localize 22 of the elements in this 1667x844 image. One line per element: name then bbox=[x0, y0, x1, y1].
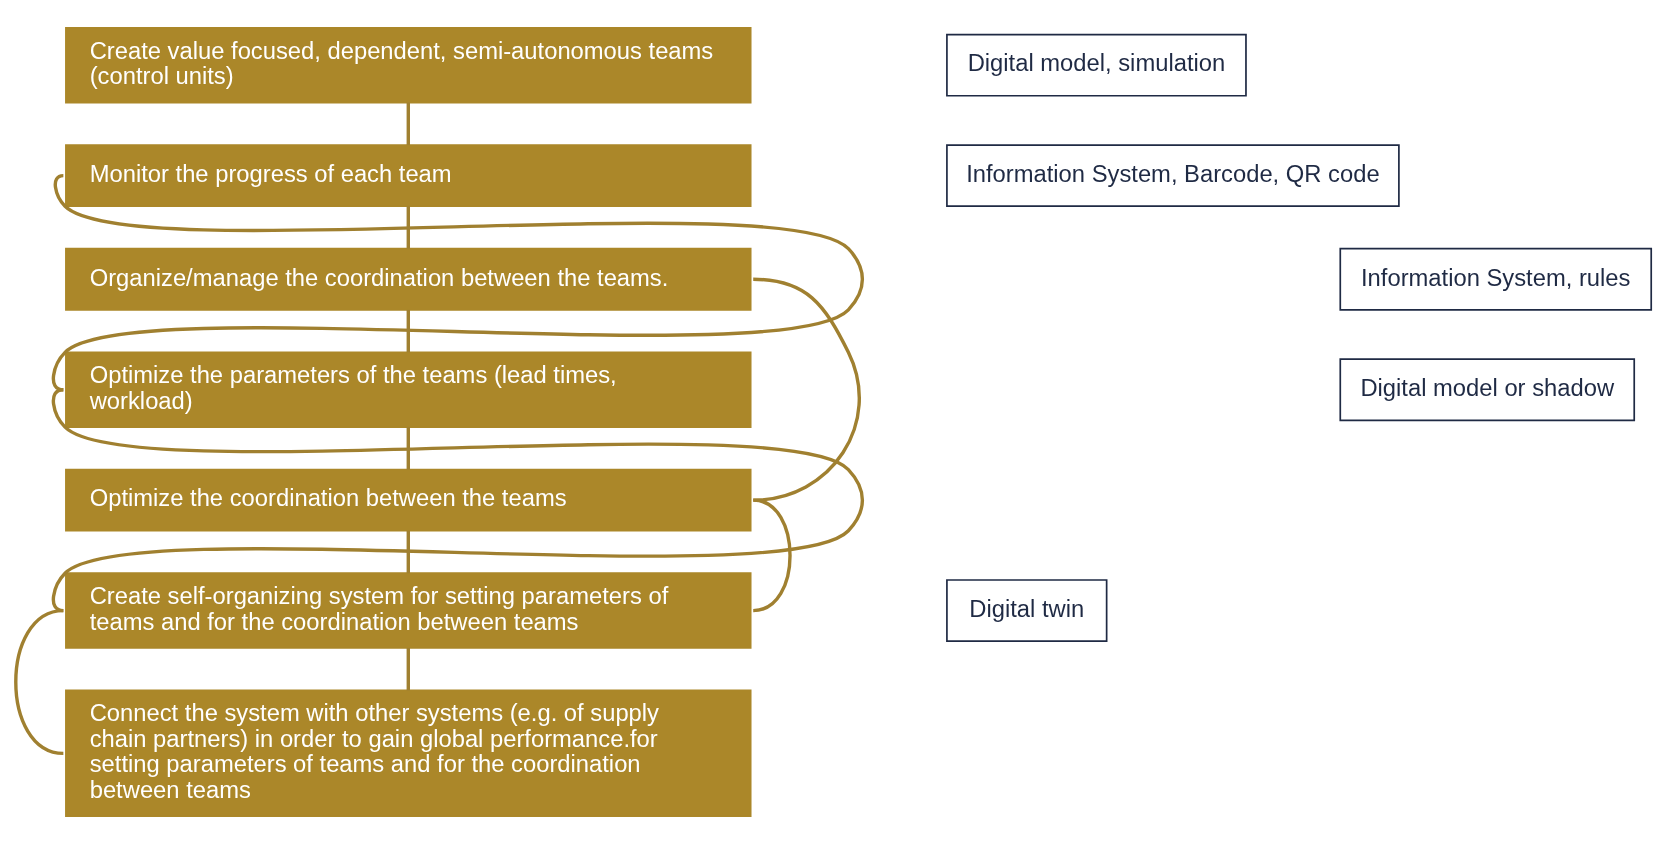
connector bbox=[51, 388, 863, 612]
node-box: Information System, Barcode, QR code bbox=[946, 144, 1400, 208]
node-box: Optimize the coordination between the teams bbox=[65, 468, 752, 532]
connector bbox=[14, 608, 64, 755]
node-box: Create value focused, dependent, semi-autonomous teams (control units) bbox=[65, 26, 752, 104]
node-box: Organize/manage the coordination between the teams. bbox=[65, 247, 752, 311]
connector bbox=[406, 427, 410, 470]
connector bbox=[406, 530, 410, 574]
connector bbox=[752, 498, 792, 613]
node-box: Digital model or shadow bbox=[1339, 358, 1636, 422]
node-box: Create self-organizing system for setting parameters of teams and for the coordination between teams bbox=[65, 572, 752, 649]
connector bbox=[753, 277, 861, 502]
node-box: Monitor the progress of each team bbox=[65, 144, 752, 208]
connector bbox=[406, 102, 410, 146]
node-box: Digital model, simulation bbox=[946, 33, 1247, 97]
node-box: Optimize the parameters of the teams (lead times, workload) bbox=[65, 351, 752, 428]
connector bbox=[406, 309, 410, 353]
connector bbox=[406, 206, 410, 249]
node-box: Connect the system with other systems (e.g. of supply chain partners) in order to gain global performance.for setting parameters of teams and for the coordination between teams bbox=[65, 689, 752, 818]
node-box: Digital twin bbox=[946, 579, 1108, 643]
connector bbox=[406, 648, 410, 691]
node-box: Information System, rules bbox=[1339, 247, 1653, 311]
